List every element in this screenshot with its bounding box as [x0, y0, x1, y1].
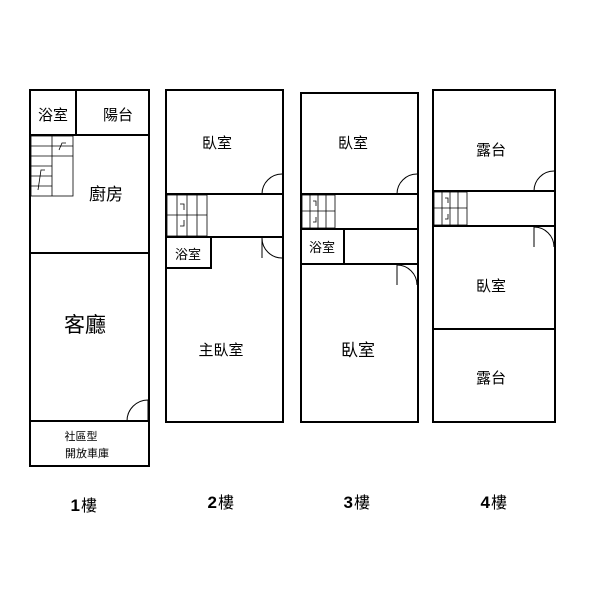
room-label-balcony: 陽台 [103, 106, 133, 124]
room-label-terrace: 露台 [476, 369, 506, 387]
floor-3-plan: 臥室 浴室 臥室 [300, 92, 419, 423]
room-label-terrace: 露台 [476, 141, 506, 159]
floor-unit: 樓 [354, 493, 370, 512]
room-label-bedroom: 臥室 [338, 134, 368, 152]
room-label-living: 客廳 [64, 313, 106, 337]
room-label-bedroom: 臥室 [202, 134, 232, 152]
room-label-garage-line2: 開放車庫 [65, 446, 109, 460]
room-label-garage-line1: 社區型 [65, 429, 98, 443]
floor-3-door [396, 264, 418, 286]
room-label-bedroom: 臥室 [476, 277, 506, 295]
floor-4-door [533, 170, 555, 192]
floor-3-door [396, 173, 418, 195]
floor-caption-2: 2 樓 [208, 493, 234, 512]
floor-2-plan: 臥室 浴室 主臥室 [165, 89, 284, 423]
floor-1-outline [29, 89, 150, 467]
floor-unit: 樓 [218, 493, 234, 512]
room-label-bedroom: 臥室 [341, 341, 375, 361]
floor-1-plan: 浴室 陽台 廚房 客廳 社區型 開放車庫 [29, 89, 150, 467]
floor-unit: 樓 [491, 493, 507, 512]
floor-4-outline [432, 89, 556, 423]
floor-2-bath-box [165, 236, 212, 269]
floor-unit: 樓 [81, 496, 97, 515]
floor-2-door [261, 237, 283, 259]
floor-caption-1: 1 樓 [71, 496, 97, 515]
floor-number: 4 [481, 493, 491, 512]
room-label-master-bedroom: 主臥室 [198, 341, 243, 359]
floor-number: 3 [344, 493, 353, 512]
floor-4-stairs [433, 191, 468, 226]
floor-3-stairs [301, 194, 336, 229]
floor-3-bath-box [300, 228, 345, 265]
floor-number: 1 [71, 496, 80, 515]
floor-2-stairs [166, 194, 208, 237]
floor-4-plan: 露台 臥室 露台 [432, 89, 556, 423]
floor-1-stairs [30, 135, 74, 197]
floor-number: 2 [208, 493, 217, 512]
floor-1-door [126, 399, 149, 422]
room-label-bath: 浴室 [38, 106, 68, 124]
floor-caption-4: 4 樓 [481, 493, 507, 512]
floor-2-door [261, 173, 283, 195]
floor-caption-3: 3 樓 [344, 493, 370, 512]
room-label-kitchen: 廚房 [89, 184, 123, 205]
room-label-bath: 浴室 [309, 240, 335, 256]
floor-4-door [533, 226, 555, 248]
room-label-bath: 浴室 [175, 247, 201, 263]
